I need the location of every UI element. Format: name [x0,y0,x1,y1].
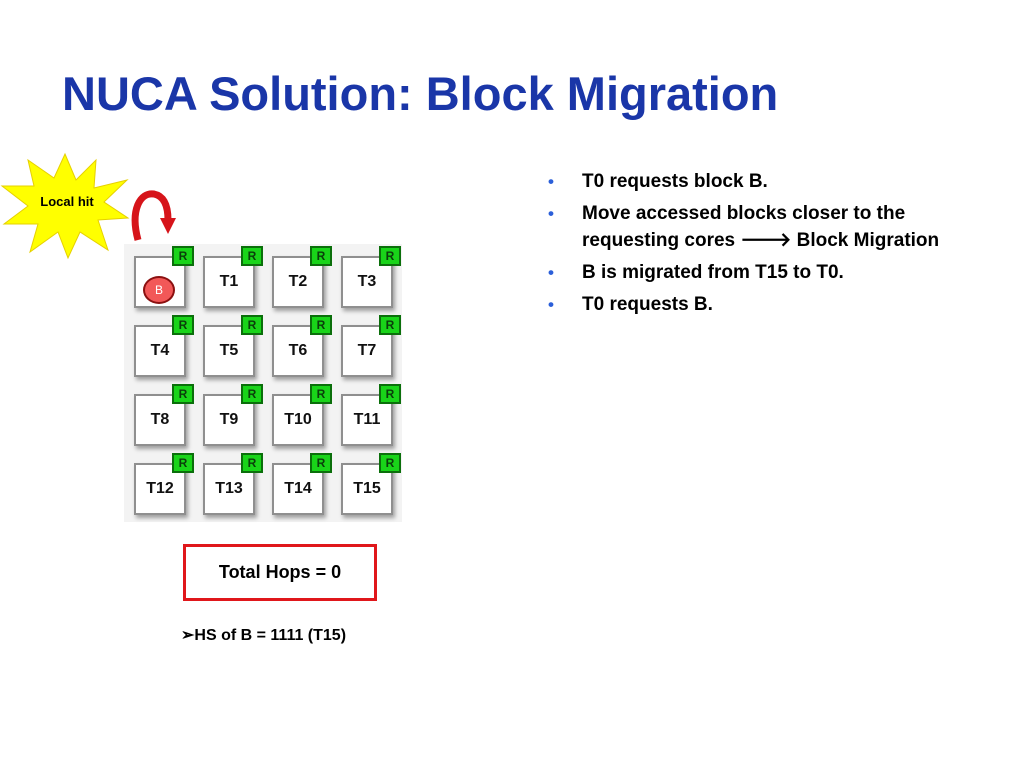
router-1: R [241,246,263,266]
tile-label: T7 [357,342,377,359]
bullet-text: Move accessed blocks closer to the reque… [582,203,906,251]
tile-label: T13 [215,480,243,497]
tile-label: T14 [284,480,312,497]
total-hops-box: Total Hops = 0 [183,544,377,601]
tile-label: T11 [353,411,381,428]
migration-arrow-head [160,218,176,234]
router-3: R [379,246,401,266]
hs-marker-icon: ➢ [181,627,195,644]
bullet-item: Move accessed blocks closer to the reque… [546,200,1006,254]
local-hit-starburst-icon [0,152,130,260]
router-8: R [172,384,194,404]
router-11: R [379,384,401,404]
bullet-text: T0 requests block B. [582,171,768,192]
migration-arrow-curve [131,190,172,241]
block-b-marker: B [143,276,175,304]
tile-label: T6 [288,342,308,359]
bullet-item: T0 requests block B. [546,168,1006,195]
local-hit-label: Local hit [40,194,94,209]
hs-text: HS of B = 1111 (T15) [194,627,347,644]
router-9: R [241,384,263,404]
starburst-shape [0,152,130,260]
bullet-list: T0 requests block B. Move accessed block… [546,168,1006,323]
tile-label: T15 [353,480,381,497]
router-6: R [310,315,332,335]
router-14: R [310,453,332,473]
tile-label: T12 [146,480,174,497]
tile-label: T1 [219,273,239,290]
router-5: R [241,315,263,335]
bullet-item: T0 requests B. [546,291,1006,318]
router-2: R [310,246,332,266]
tile-label: T4 [150,342,170,359]
tile-label: T5 [219,342,239,359]
router-12: R [172,453,194,473]
tile-label: T8 [150,411,170,428]
hs-of-b-note: ➢HS of B = 1111 (T15) [181,625,346,645]
tile-label: T2 [288,273,308,290]
bullet-text: Block Migration [791,230,940,251]
tile-label: T9 [219,411,239,428]
right-arrow-icon: 🡒 [740,230,792,251]
bullet-text: B is migrated from T15 to T0. [582,262,844,283]
tile-2: T2 [272,256,324,308]
router-0: R [172,246,194,266]
router-7: R [379,315,401,335]
router-13: R [241,453,263,473]
tile-label: T3 [357,273,377,290]
bullet-item: B is migrated from T15 to T0. [546,259,1006,286]
migration-arrow-icon [131,190,176,241]
tile-label: T10 [284,411,312,428]
bullet-text: T0 requests B. [582,294,713,315]
slide-title: NUCA Solution: Block Migration [62,67,779,120]
router-15: R [379,453,401,473]
router-10: R [310,384,332,404]
router-4: R [172,315,194,335]
